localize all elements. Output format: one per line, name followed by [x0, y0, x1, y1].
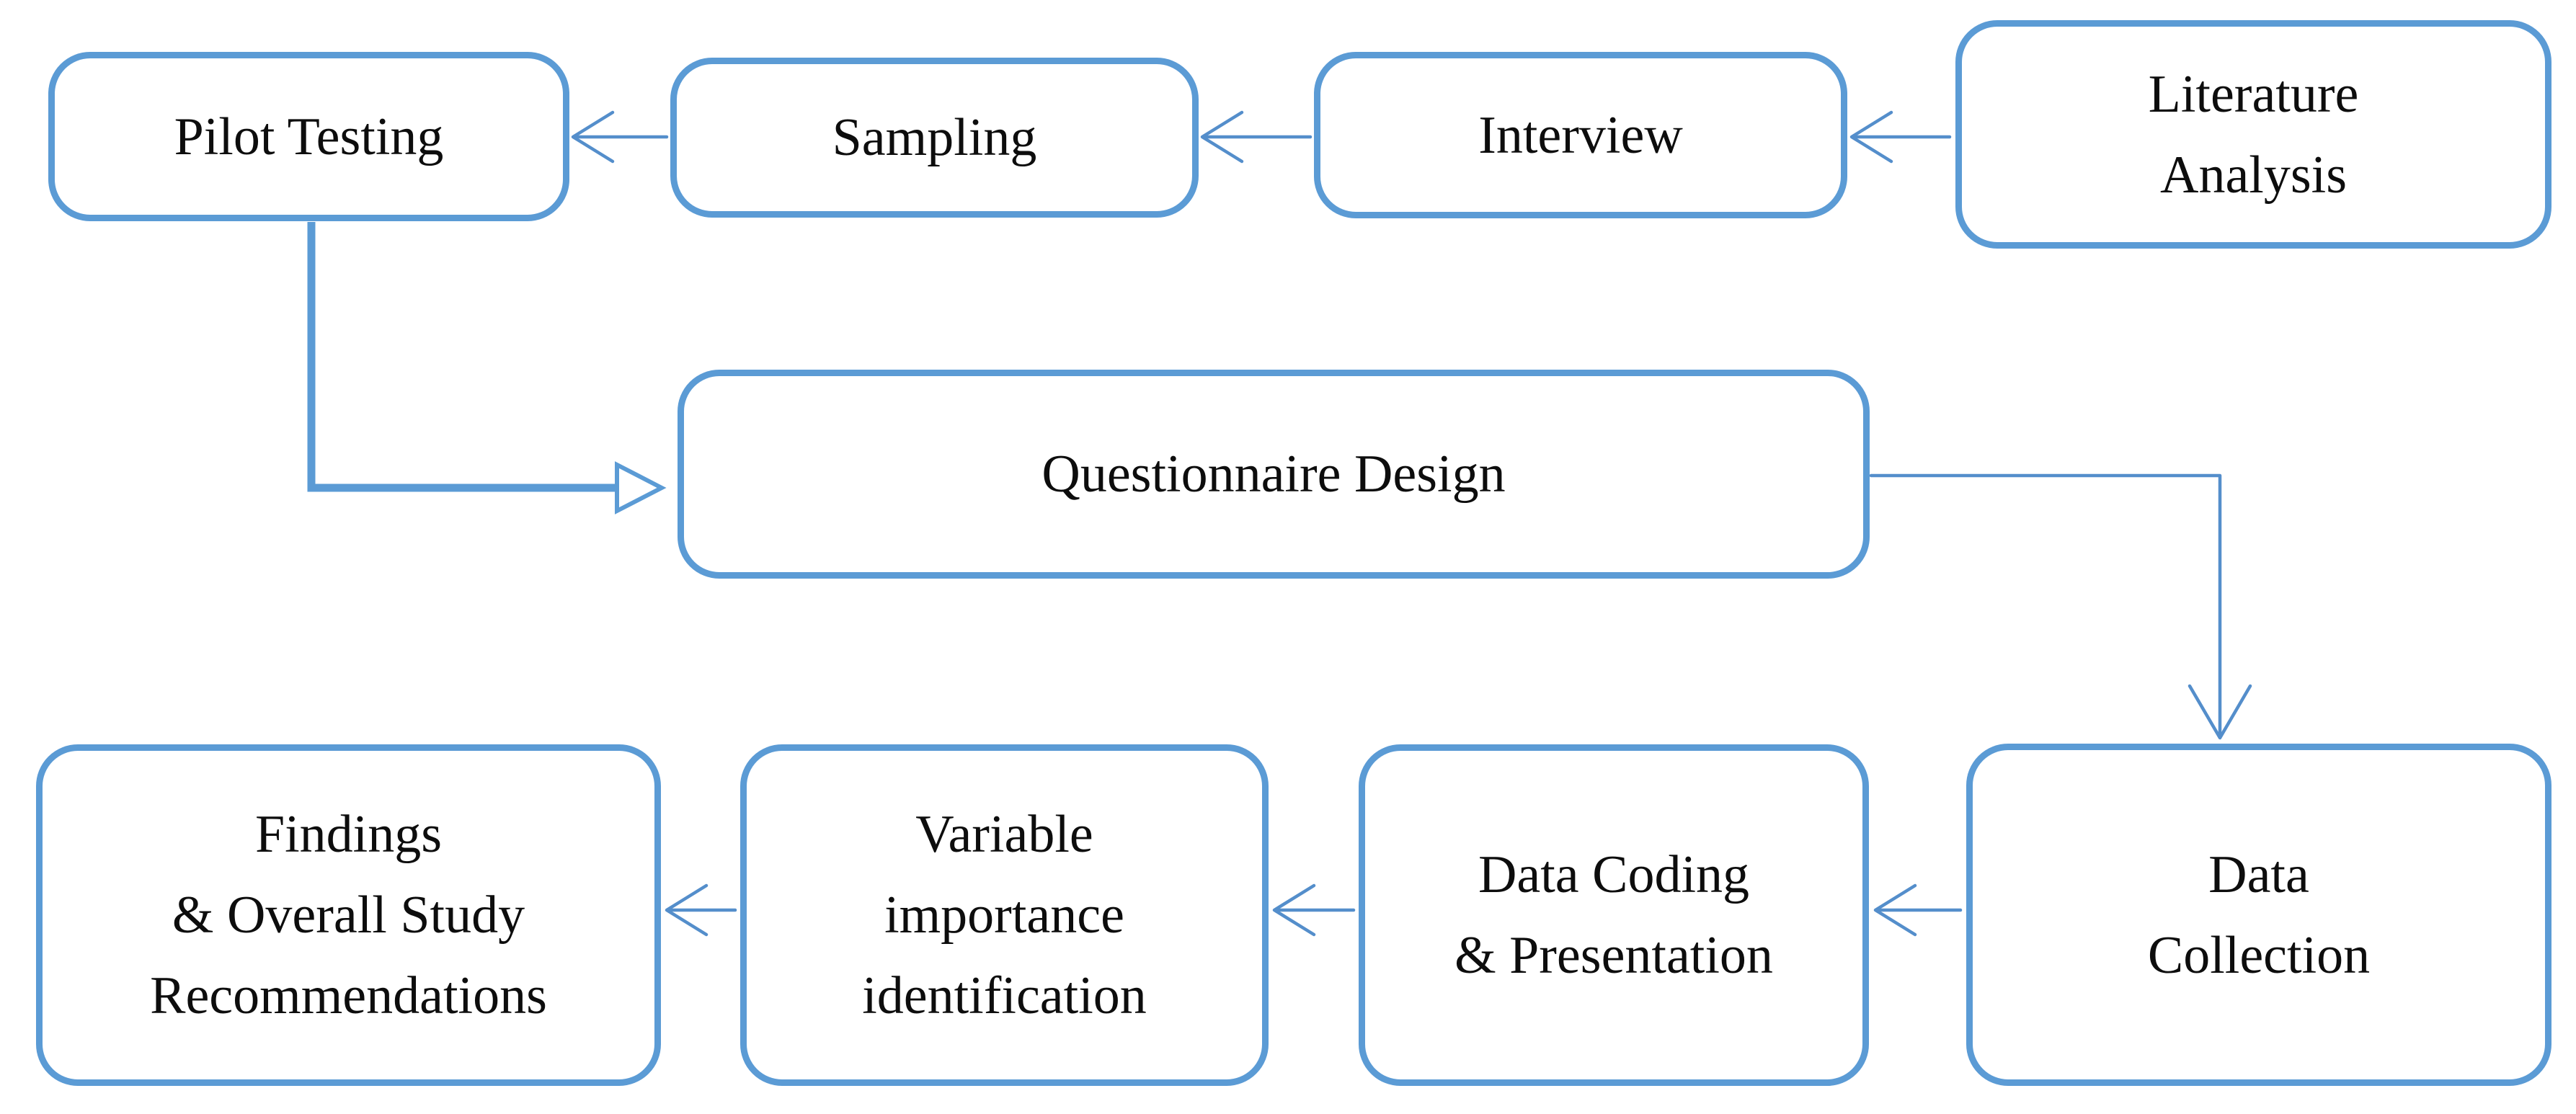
node-label-line: Interview: [1478, 105, 1683, 165]
arrow-questionnaire-design-to-data-collection: [1869, 473, 2252, 740]
node-label-line: Pilot Testing: [174, 107, 444, 166]
arrow-variable-importance-to-findings: [665, 883, 737, 937]
node-literature-analysis: Literature Analysis: [1955, 20, 2551, 249]
node-findings-recommendations: Findings & Overall Study Recommendations: [36, 744, 661, 1086]
node-sampling: Sampling: [670, 58, 1199, 218]
node-pilot-testing: Pilot Testing: [48, 52, 569, 221]
arrow-data-coding-to-variable-importance: [1272, 883, 1356, 937]
arrow-data-collection-to-data-coding: [1873, 883, 1963, 937]
node-label-line: & Presentation: [1454, 926, 1773, 985]
node-label-line: Literature: [2148, 64, 2359, 124]
node-label-line: Data Coding: [1478, 845, 1750, 904]
arrow-literature-to-interview: [1849, 110, 1952, 164]
arrow-interview-to-sampling: [1200, 110, 1313, 164]
node-data-collection: Data Collection: [1966, 744, 2551, 1086]
node-questionnaire-design: Questionnaire Design: [678, 370, 1870, 579]
node-label-line: Data: [2208, 845, 2309, 904]
arrow-sampling-to-pilot-testing: [571, 110, 669, 164]
node-data-coding-presentation: Data Coding & Presentation: [1359, 744, 1869, 1086]
node-label-line: Findings: [254, 805, 443, 864]
node-label-line: identification: [862, 966, 1147, 1025]
node-variable-importance-identification: Variable importance identification: [740, 744, 1269, 1086]
node-label-line: Questionnaire Design: [1041, 445, 1506, 504]
node-label-line: Variable: [915, 805, 1093, 864]
arrow-pilot-testing-to-questionnaire-design: [307, 222, 667, 514]
node-label-line: Collection: [2147, 925, 2371, 985]
node-interview: Interview: [1314, 52, 1847, 218]
node-label-line: importance: [884, 886, 1124, 945]
node-label-line: Analysis: [2160, 145, 2347, 205]
node-label-line: Sampling: [832, 108, 1037, 167]
node-label-line: & Overall Study: [172, 886, 525, 945]
node-label-line: Recommendations: [150, 966, 547, 1025]
